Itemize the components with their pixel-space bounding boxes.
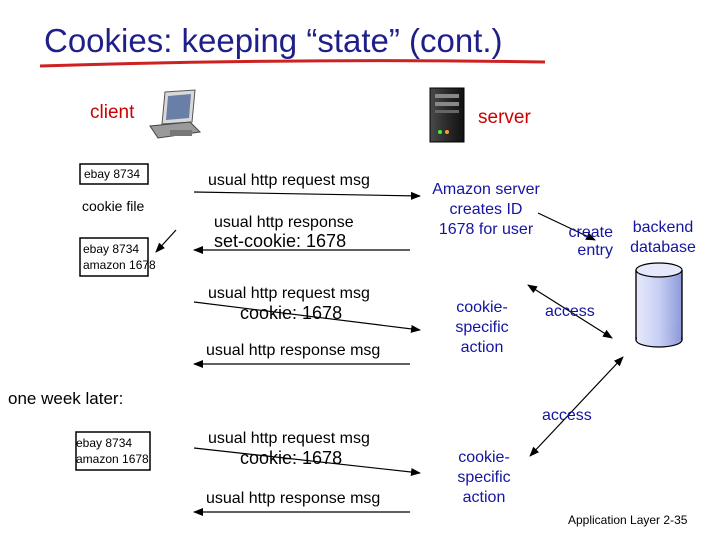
cookie-entry: ebay 8734 [83,242,140,256]
cookie-action-2: cookie- specific action [457,449,511,506]
footer-label: Application Layer [568,513,661,527]
message-request-3-line1: usual http request msg [208,430,370,447]
access-label-1: access [545,303,595,320]
cookie-box-2: ebay 8734 amazon 1678 [83,241,156,273]
message-request-1: usual http request msg [208,172,370,189]
arrow-request-2 [193,301,421,333]
message-request-3-line2: cookie: 1678 [240,448,343,468]
server-tower-icon [429,87,465,143]
access-label-2: access [542,407,592,424]
message-response-3: usual http response msg [206,490,381,507]
arrow-request-3 [193,447,421,476]
client-computer-icon [149,89,202,139]
arrow-access-2 [529,356,624,457]
arrow-request-1 [193,191,421,200]
cookie-entry: amazon 1678 [83,258,156,272]
create-entry-label: create entry [568,224,613,259]
arrow-create-entry [537,212,596,241]
message-request-2-line2: cookie: 1678 [240,303,343,323]
backend-database-label: backend database [630,219,696,256]
title-underline [39,59,546,68]
one-week-later-label: one week later: [8,389,124,408]
message-request-2-line1: usual http request msg [208,285,370,302]
arrow-cookie-file [155,229,177,253]
cookie-entry: ebay 8734 [76,436,133,450]
cookie-entry: amazon 1678 [76,452,149,466]
server-label: server [478,107,531,128]
server-note: Amazon server creates ID 1678 for user [432,181,540,238]
cookie-action-1: cookie- specific action [455,299,509,356]
message-response-2: usual http response msg [206,342,381,359]
cookie-file-label: cookie file [82,198,145,214]
page-number: 2-35 [663,513,688,527]
cookie-box-1: ebay 8734 [84,166,140,182]
cookie-box-3: ebay 8734 amazon 1678 [76,435,149,467]
footer: Application Layer 2-35 [568,513,687,527]
cookie-entry: ebay 8734 [84,167,141,181]
client-label: client [90,102,135,123]
slide-title: Cookies: keeping “state” (cont.) [44,22,503,59]
cookie-box-2-frame [79,237,149,277]
database-cylinder-icon [635,262,683,348]
message-response-1-line2: set-cookie: 1678 [214,231,347,251]
arrow-access-1 [527,284,613,339]
cookie-box-1-frame [79,163,149,185]
message-response-1-line1: usual http response [214,214,354,231]
cookie-box-3-frame [75,431,151,471]
